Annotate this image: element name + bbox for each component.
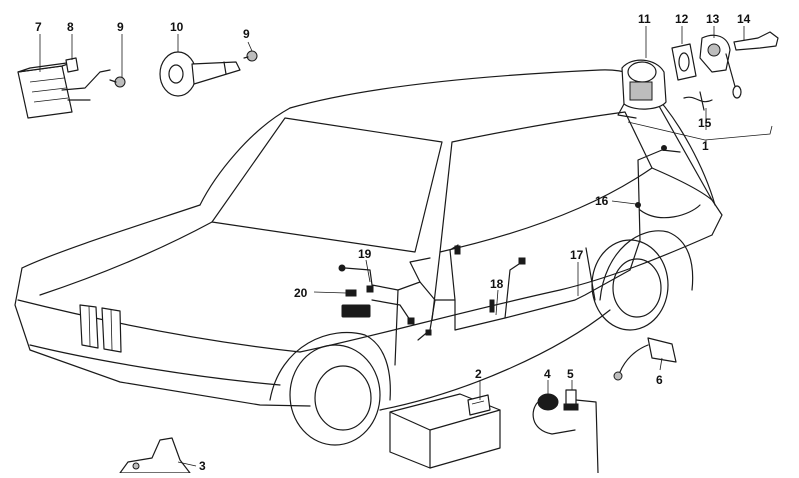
callout-16: 16 — [595, 194, 609, 208]
car-body — [14, 69, 723, 446]
callout-20: 20 — [294, 286, 308, 300]
lock-cylinder-part-13 — [699, 34, 731, 73]
callout-5: 5 — [567, 367, 574, 381]
leader-lines — [39, 26, 745, 467]
callout-labels: 1 2 3 4 5 6 7 8 9 9 10 11 12 13 14 15 16… — [35, 12, 751, 473]
callout-9-right: 9 — [243, 27, 250, 41]
callout-13: 13 — [706, 12, 720, 26]
callout-17: 17 — [570, 248, 584, 262]
control-unit-part-2 — [389, 393, 501, 469]
callout-7: 7 — [35, 20, 42, 34]
bracket-part-3 — [119, 437, 191, 474]
callout-2: 2 — [475, 367, 482, 381]
callout-8: 8 — [67, 20, 74, 34]
screw-part-9-right — [243, 50, 258, 62]
fuse-box-part-7 — [17, 61, 111, 119]
callout-10: 10 — [170, 20, 184, 34]
wire-part-15 — [683, 91, 713, 111]
callout-3: 3 — [199, 459, 206, 473]
bracket-line-1 — [627, 121, 773, 141]
callout-4: 4 — [544, 367, 551, 381]
ring-part-12 — [671, 43, 697, 81]
callout-6: 6 — [656, 373, 663, 387]
clip-part-8 — [65, 57, 79, 73]
key-part-14 — [725, 31, 779, 99]
callout-19: 19 — [358, 247, 372, 261]
callout-15: 15 — [698, 116, 712, 130]
pressure-switch-part-5 — [563, 389, 599, 474]
callout-1: 1 — [702, 139, 709, 153]
screw-part-9-left — [109, 76, 126, 88]
lamp-part-6 — [613, 337, 677, 381]
sensor-part-4 — [532, 393, 576, 435]
callout-11: 11 — [638, 12, 651, 26]
callout-9-left: 9 — [117, 20, 124, 34]
callout-12: 12 — [675, 12, 689, 26]
wiring-harness — [338, 145, 701, 366]
ignition-switch-part-11 — [617, 59, 667, 119]
callout-14: 14 — [737, 12, 751, 26]
horn-part-10 — [159, 51, 241, 97]
callout-18: 18 — [490, 277, 504, 291]
